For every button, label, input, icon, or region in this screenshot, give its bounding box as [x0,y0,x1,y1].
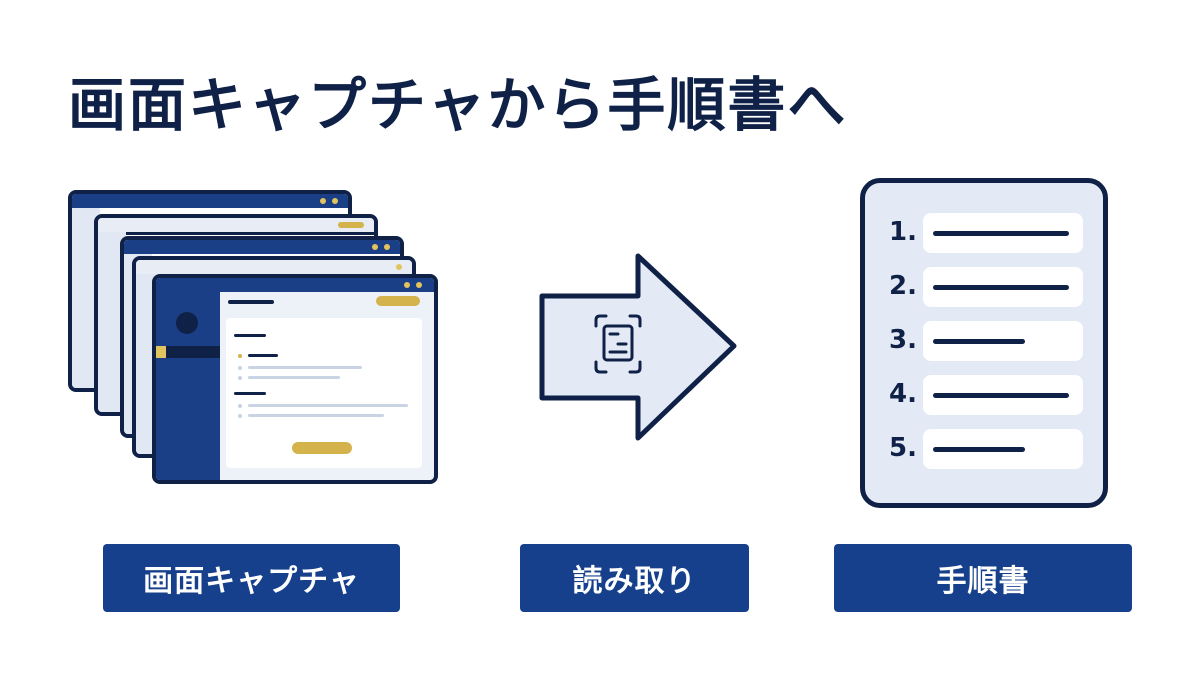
label-reading: 読み取り [520,544,749,612]
label-manual: 手順書 [834,544,1132,612]
avatar [176,312,198,334]
screenshot-front [152,274,438,484]
step-number: 2. [889,271,917,301]
step-number: 3. [889,325,917,355]
step-number: 4. [889,379,917,409]
label-capture: 画面キャプチャ [103,544,400,612]
step-number: 5. [889,433,917,463]
procedure-document-icon: 1. 2. 3. 4. 5. [860,178,1108,508]
step-number: 1. [889,217,917,247]
page-title: 画面キャプチャから手順書へ [68,71,848,139]
scan-icon [594,314,642,374]
right-arrow-icon [539,253,737,441]
step-line [933,339,1025,344]
step-line [933,447,1025,452]
step-line [933,285,1069,290]
step-line [933,231,1069,236]
step-line [933,393,1069,398]
